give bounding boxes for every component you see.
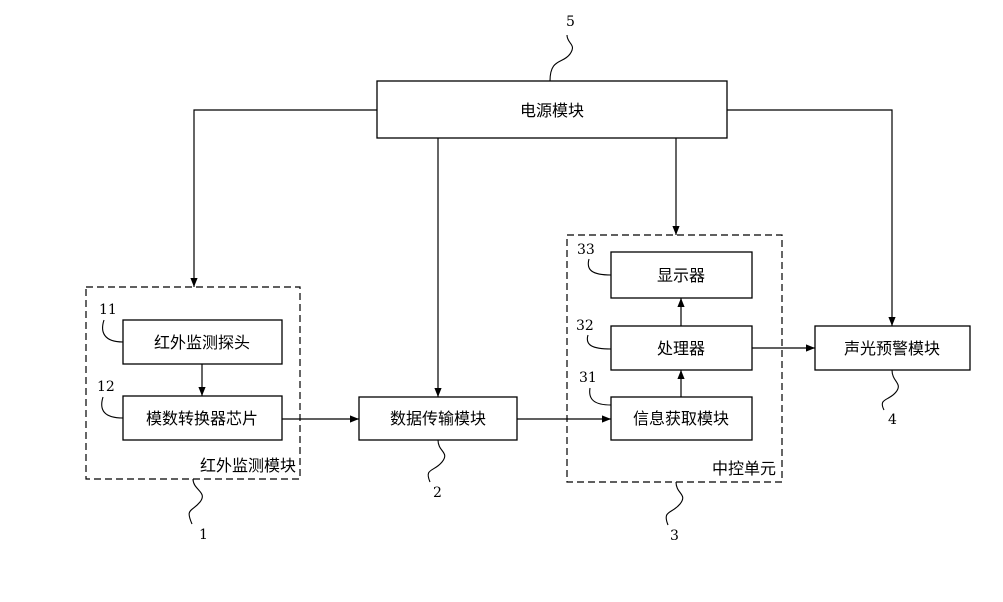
processor-module: 处理器 (610, 325, 753, 371)
central-unit-leader-line (665, 481, 684, 526)
ir-probe: 红外监测探头 (122, 319, 283, 365)
adc-chip: 模数转换器芯片 (122, 395, 283, 441)
ir-probe-box (122, 319, 283, 365)
ref-numeral-adc-chip: 12 (97, 379, 115, 395)
processor-leader-line (586, 334, 612, 350)
power-to-alarm-arrow (727, 109, 896, 326)
central-unit-group-label: 中控单元 (712, 459, 776, 478)
data-transmission-label: 数据传输模块 (390, 409, 486, 428)
ref-numeral-ir-module: 1 (199, 527, 208, 543)
display-leader-line (587, 258, 612, 276)
ref-numeral-power: 5 (566, 14, 575, 30)
info-acquisition-leader-line (589, 387, 612, 406)
ir-module-leader-line (188, 478, 203, 525)
info-acquisition-label: 信息获取模块 (633, 409, 729, 428)
info-acquisition-box (610, 396, 753, 441)
adc-chip-leader-line (101, 396, 124, 419)
processor-label: 处理器 (657, 339, 705, 358)
ref-numeral-alarm: 4 (888, 412, 897, 428)
data-transmission-leader-line (427, 439, 446, 483)
ir-probe-label: 红外监测探头 (154, 333, 250, 352)
ref-numeral-display: 33 (577, 242, 595, 258)
adc-chip-label: 模数转换器芯片 (146, 409, 258, 428)
power-module-label: 电源模块 (520, 101, 584, 120)
ir-monitoring-group-border (85, 286, 301, 480)
ref-numeral-data-transmission: 2 (433, 485, 442, 501)
ref-numeral-ir-probe: 11 (99, 302, 117, 318)
ref-numeral-central-unit: 3 (670, 528, 679, 544)
ref-numeral-processor: 32 (576, 318, 594, 334)
ir-probe-leader-line (102, 319, 124, 343)
alarm-label: 声光预警模块 (844, 339, 940, 358)
power-module-box (376, 80, 728, 139)
alarm-leader-line (881, 369, 899, 411)
power-module: 电源模块 (376, 80, 728, 139)
info-acquisition-module: 信息获取模块 (610, 396, 753, 441)
alarm-module: 声光预警模块 (814, 325, 971, 371)
display-module: 显示器 (610, 251, 753, 299)
display-label: 显示器 (657, 266, 705, 285)
power-to-ir-module-arrow (190, 109, 377, 287)
ir-monitoring-group-label: 红外监测模块 (200, 456, 296, 475)
processor-box (610, 325, 753, 371)
power-leader-line (549, 34, 574, 82)
ref-numeral-info-acquisition: 31 (579, 370, 597, 386)
data-transmission-module: 数据传输模块 (358, 396, 518, 441)
